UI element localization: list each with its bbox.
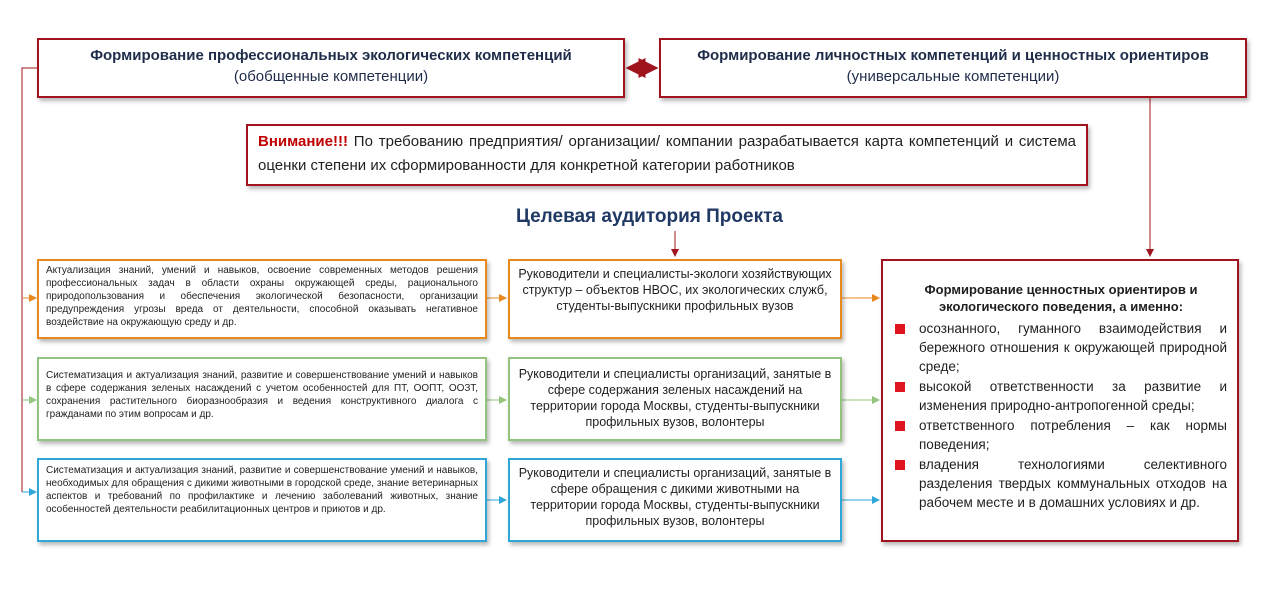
professional-competencies-title: Формирование профессиональных экологичес… (90, 47, 572, 64)
audience-box-2: Руководители и специалисты организаций, … (508, 357, 842, 441)
values-item: владения технологиями селективного разде… (895, 455, 1227, 512)
competence-box-1: Актуализация знаний, умений и навыков, о… (37, 259, 487, 339)
audience-box-3: Руководители и специалисты организаций, … (508, 458, 842, 542)
red-square-icon (895, 382, 905, 392)
attention-body: По требованию предприятия/ организации/ … (258, 133, 1076, 174)
attention-text: Внимание!!! По требованию предприятия/ о… (258, 130, 1076, 178)
values-item: высокой ответственности за развитие и из… (895, 377, 1227, 415)
professional-competencies-box: Формирование профессиональных экологичес… (37, 38, 625, 98)
competence-box-2: Систематизация и актуализация знаний, ра… (37, 357, 487, 441)
red-square-icon (895, 421, 905, 431)
audience-text-1: Руководители и специалисты-экологи хозяй… (518, 267, 832, 313)
red-square-icon (895, 324, 905, 334)
competence-text-2: Систематизация и актуализация знаний, ра… (46, 370, 478, 420)
audience-box-1: Руководители и специалисты-экологи хозяй… (508, 259, 842, 339)
professional-competencies-subtitle: (обобщенные компетенции) (233, 68, 429, 85)
personal-competencies-title: Формирование личностных компетенций и це… (697, 47, 1209, 64)
red-square-icon (895, 460, 905, 470)
personal-competencies-subtitle: (универсальные компетенции) (846, 68, 1060, 85)
values-item: ответственного потребления – как нормы п… (895, 416, 1227, 454)
values-item: осознанного, гуманного взаимодействия и … (895, 319, 1227, 376)
competence-box-3: Систематизация и актуализация знаний, ра… (37, 458, 487, 542)
audience-text-2: Руководители и специалисты организаций, … (518, 367, 832, 429)
values-list: осознанного, гуманного взаимодействия и … (895, 319, 1227, 512)
attention-box: Внимание!!! По требованию предприятия/ о… (246, 124, 1088, 186)
competence-text-1: Актуализация знаний, умений и навыков, о… (46, 265, 478, 328)
values-title: Формирование ценностных ориентиров и эко… (924, 282, 1198, 314)
competence-text-3: Систематизация и актуализация знаний, ра… (46, 465, 478, 515)
target-audience-title: Целевая аудитория Проекта (516, 206, 783, 227)
personal-competencies-box: Формирование личностных компетенций и це… (659, 38, 1247, 98)
left-feeder-line (21, 67, 37, 492)
values-box: Формирование ценностных ориентиров и эко… (881, 259, 1239, 542)
attention-label: Внимание!!! (258, 133, 348, 150)
audience-text-3: Руководители и специалисты организаций, … (518, 466, 832, 528)
